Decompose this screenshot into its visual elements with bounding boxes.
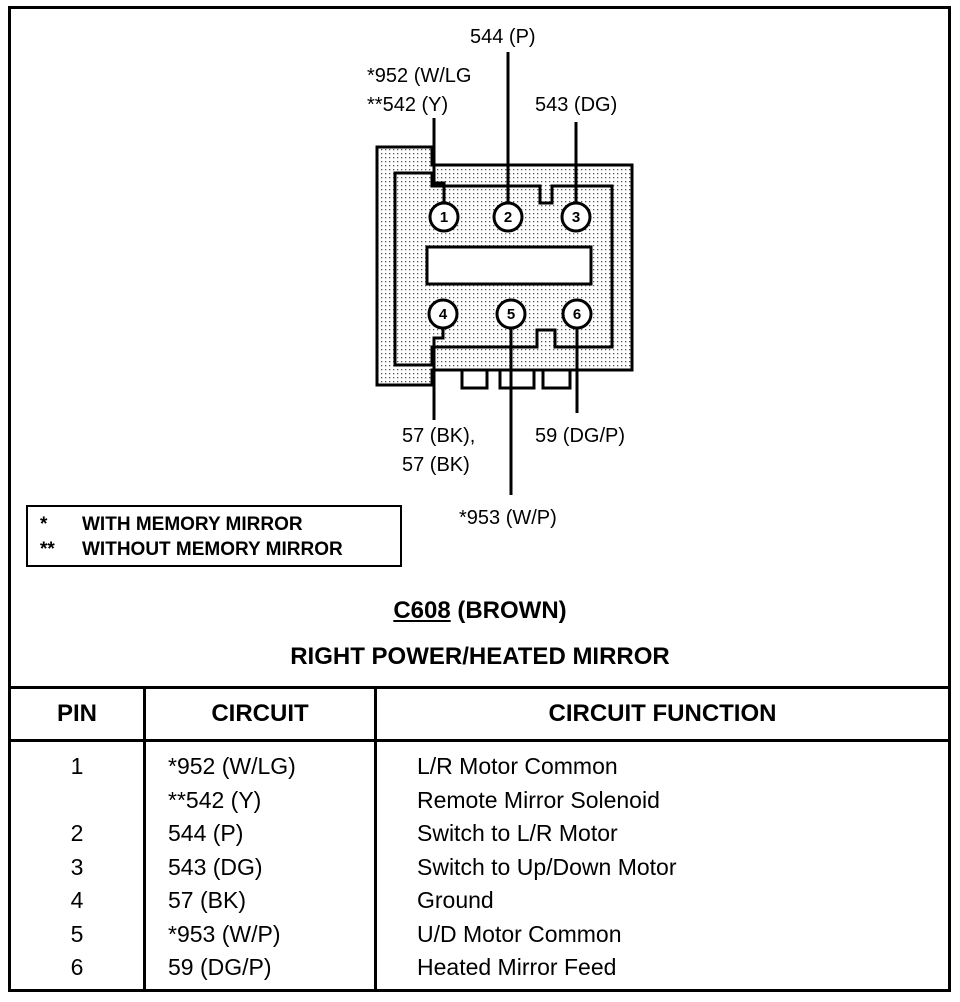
table-header-row: PIN CIRCUIT CIRCUIT FUNCTION xyxy=(11,686,948,742)
cell-circuit: 543 (DG) xyxy=(144,850,377,884)
cell-circuit: 544 (P) xyxy=(144,817,377,851)
cell-function: Switch to Up/Down Motor xyxy=(417,853,677,880)
legend-item: * WITH MEMORY MIRROR xyxy=(40,512,388,537)
cell-circuit: *952 (W/LG) xyxy=(144,740,377,784)
table-row: 6 59 (DG/P) Heated Mirror Feed xyxy=(11,951,948,991)
connector-diagram: 1 2 3 4 5 6 *952 (W/LG **542 (Y) 544 (P)… xyxy=(367,26,634,529)
component-name: RIGHT POWER/HEATED MIRROR xyxy=(290,643,670,670)
cell-pin: 1 xyxy=(11,740,146,784)
svg-text:4: 4 xyxy=(439,306,448,323)
cell-function: U/D Motor Common xyxy=(417,920,622,947)
table-row: **542 (Y) Remote Mirror Solenoid xyxy=(11,783,948,817)
table-row: 3 543 (DG) Switch to Up/Down Motor xyxy=(11,850,948,884)
table-row: 4 57 (BK) Ground xyxy=(11,884,948,918)
cell-pin: 5 xyxy=(11,917,146,951)
cell-pin: 2 xyxy=(11,817,146,851)
header-function: CIRCUIT FUNCTION xyxy=(375,686,948,742)
connector-title: C608 (BROWN) xyxy=(0,597,960,625)
label-pin4-circuit-a: 57 (BK), xyxy=(402,425,475,447)
label-pin4-circuit-b: 57 (BK) xyxy=(402,454,470,476)
wire-pin-4 xyxy=(432,328,445,420)
svg-text:5: 5 xyxy=(507,306,515,323)
legend-text: WITH MEMORY MIRROR xyxy=(82,514,303,535)
cell-function: Ground xyxy=(417,887,494,914)
label-pin3-circuit: 543 (DG) xyxy=(535,94,617,116)
cell-function: Heated Mirror Feed xyxy=(417,954,617,981)
pin-3: 3 xyxy=(560,201,592,233)
pin-2: 2 xyxy=(492,201,524,233)
wires xyxy=(432,52,579,495)
pin-1: 1 xyxy=(428,201,460,233)
cell-pin: 3 xyxy=(11,850,146,884)
header-circuit: CIRCUIT xyxy=(144,686,377,742)
cell-function: Remote Mirror Solenoid xyxy=(417,786,660,813)
cell-circuit: 57 (BK) xyxy=(144,884,377,918)
wire-pin-1 xyxy=(432,118,446,203)
legend-item: ** WITHOUT MEMORY MIRROR xyxy=(40,537,388,562)
svg-text:2: 2 xyxy=(504,209,512,226)
table-row: 2 544 (P) Switch to L/R Motor xyxy=(11,817,948,851)
label-pin6-circuit: 59 (DG/P) xyxy=(535,425,625,447)
cell-pin: 6 xyxy=(11,951,146,991)
cell-circuit: **542 (Y) xyxy=(144,783,377,817)
svg-text:3: 3 xyxy=(572,209,580,226)
legend-symbol: ** xyxy=(40,539,55,560)
legend-symbol: * xyxy=(40,514,48,535)
cell-circuit: *953 (W/P) xyxy=(144,917,377,951)
table-row: 1 *952 (W/LG) L/R Motor Common xyxy=(11,740,948,784)
pin-table: PIN CIRCUIT CIRCUIT FUNCTION 1 *952 (W/L… xyxy=(11,686,948,991)
cell-function: L/R Motor Common xyxy=(417,753,618,780)
svg-text:6: 6 xyxy=(573,306,581,323)
connector-body xyxy=(375,145,634,390)
connector-id: C608 xyxy=(393,597,451,624)
diagram-frame xyxy=(8,6,951,992)
cell-circuit: 59 (DG/P) xyxy=(144,951,377,991)
cell-pin xyxy=(11,783,146,817)
connector-color: (BROWN) xyxy=(457,597,567,624)
table-row: 5 *953 (W/P) U/D Motor Common xyxy=(11,917,948,951)
svg-text:1: 1 xyxy=(440,209,448,226)
pin-4: 4 xyxy=(427,298,459,330)
cell-pin: 4 xyxy=(11,884,146,918)
legend-text: WITHOUT MEMORY MIRROR xyxy=(82,539,343,560)
label-pin1-circuit-b: **542 (Y) xyxy=(367,94,448,116)
label-pin1-circuit-a: *952 (W/LG xyxy=(367,65,471,87)
legend-box: * WITH MEMORY MIRROR ** WITHOUT MEMORY M… xyxy=(26,505,402,567)
cell-function: Switch to L/R Motor xyxy=(417,820,618,847)
pin-6: 6 xyxy=(561,298,593,330)
label-pin2-circuit: 544 (P) xyxy=(470,26,536,48)
header-pin: PIN xyxy=(11,686,146,742)
label-pin5-circuit: *953 (W/P) xyxy=(459,507,557,529)
pin-5: 5 xyxy=(495,298,527,330)
